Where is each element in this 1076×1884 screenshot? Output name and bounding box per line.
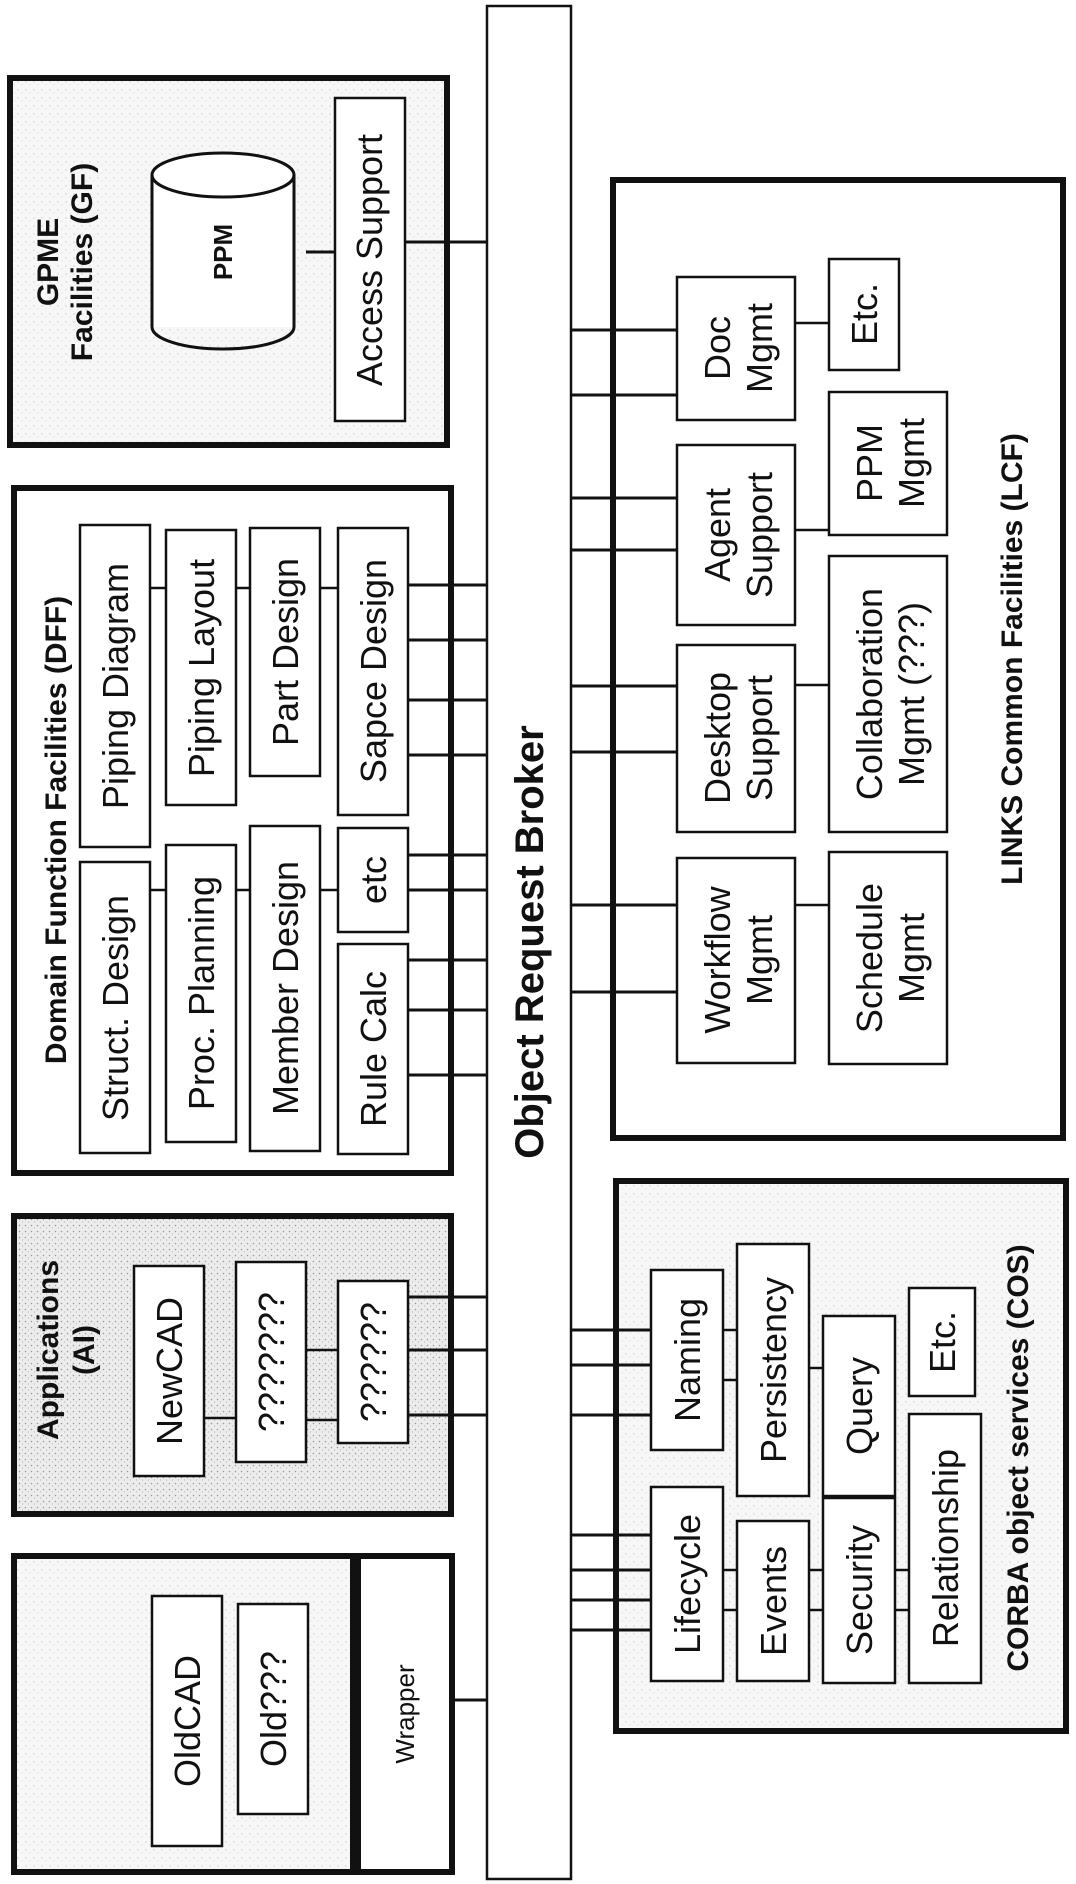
oldcad-box [150,1594,224,1848]
ppm-label: PPM [208,224,238,280]
schedule-mgmt-box [827,850,949,1066]
workflow-mgmt-box [675,856,797,1065]
gpme-title-line2: Facilities (GF) [66,163,99,361]
cos-etc-label: Etc. [922,1311,963,1373]
sapce-design-box [336,526,410,817]
orb-label: Object Request Broker [508,725,552,1158]
query-box [821,1314,897,1498]
unknown-app-1-box [234,1260,308,1464]
ppm-database-icon: PPM [150,151,296,351]
links-common-facilities-group: LINKS Common Facilities (LCF) Doc Mgmt A… [571,177,1066,1141]
lcf-title: LINKS Common Facilities (LCF) [996,433,1029,885]
relationship-box [907,1412,983,1685]
ai-title-line1: Applications [32,1260,65,1440]
workflow-mgmt-label-2: Mgmt [739,915,780,1005]
naming-label: Naming [667,1298,708,1422]
schedule-mgmt-label-2: Mgmt [891,913,932,1003]
security-label: Security [839,1525,880,1655]
unknown-app-1-label: ??????? [251,1292,292,1432]
newcad-box [132,1264,206,1478]
cos-title: CORBA object services (COS) [1002,1244,1035,1671]
piping-layout-label: Piping Layout [181,559,222,777]
desktop-support-box [675,643,797,834]
corba-object-services-group: CORBA object services (COS) Naming Persi… [571,1178,1069,1734]
ppm-mgmt-label-1: PPM [849,424,890,502]
persistency-box [735,1242,811,1498]
ai-title-line2: (AI) [68,1325,101,1375]
gpme-title-line1: GPME [32,218,65,306]
access-support-box [333,96,407,423]
collaboration-mgmt-label-1: Collaboration [849,588,890,800]
old-box [236,1602,310,1816]
desktop-support-label-2: Support [739,675,780,801]
domain-function-facilities-group: Domain Function Facilities (DFF) Struct.… [11,485,487,1176]
piping-diagram-label: Piping Diagram [95,563,136,809]
oldcad-label: OldCAD [167,1655,208,1787]
schedule-mgmt-label-1: Schedule [849,883,890,1033]
cos-etc-box [907,1286,977,1398]
query-label: Query [839,1357,880,1455]
events-label: Events [753,1546,794,1656]
member-design-box [248,824,322,1153]
unknown-app-2-box [336,1279,410,1445]
piping-layout-box [164,528,238,807]
lifecycle-label: Lifecycle [667,1514,708,1654]
doc-mgmt-label-2: Mgmt [739,303,780,393]
relationship-label: Relationship [925,1449,966,1647]
part-design-label: Part Design [265,558,306,746]
rule-calc-box [336,942,410,1156]
workflow-mgmt-label-1: Workflow [697,885,738,1033]
newcad-label: NewCAD [149,1297,190,1445]
security-box [821,1496,897,1685]
struct-design-label: Struct. Design [95,895,136,1121]
applications-group: Applications (AI) NewCAD ??????? ?????? [11,1213,487,1517]
naming-box [649,1268,725,1452]
wrapper-box [355,1553,455,1875]
gpme-facilities-group: GPME Facilities (GF) PPM Access Support [7,75,487,448]
doc-mgmt-box [675,275,797,422]
ppm-mgmt-box [827,390,949,537]
sapce-design-label: Sapce Design [353,559,394,783]
access-support-label: Access Support [349,134,390,386]
agent-support-label-2: Support [739,472,780,598]
etc-box [336,826,410,934]
legacy-group: OldCAD Old??? Wrapper [11,1553,487,1875]
rule-calc-label: Rule Calc [353,971,394,1127]
proc-planning-label: Proc. Planning [181,876,222,1110]
collaboration-mgmt-box [827,554,949,834]
old-label: Old??? [253,1651,294,1767]
struct-design-box [78,860,152,1155]
wrapper-label: Wrapper [390,1664,420,1764]
doc-mgmt-label-1: Doc [697,316,738,380]
etc-label: etc [353,856,394,904]
ppm-mgmt-label-2: Mgmt [891,418,932,508]
object-request-broker: Object Request Broker [485,4,573,1881]
agent-support-label-1: Agent [697,488,738,582]
desktop-support-label-1: Desktop [697,672,738,804]
proc-planning-box [164,843,238,1144]
unknown-app-2-label: ?????? [353,1302,394,1422]
events-box [735,1519,811,1683]
agent-support-box [675,443,797,627]
dff-title: Domain Function Facilities (DFF) [40,596,73,1064]
piping-diagram-box [78,523,152,849]
persistency-label: Persistency [753,1277,794,1463]
lifecycle-box [649,1485,725,1683]
collaboration-mgmt-label-2: Mgmt (???) [891,602,932,786]
lcf-etc-label: Etc. [844,283,885,345]
lcf-etc-box [827,257,901,372]
part-design-box [248,526,322,778]
member-design-label: Member Design [265,861,306,1115]
